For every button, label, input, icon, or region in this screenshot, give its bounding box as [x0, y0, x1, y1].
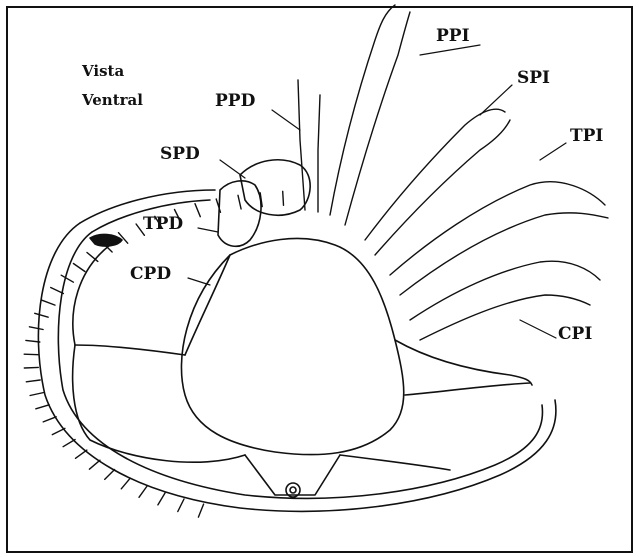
- seta: [35, 313, 49, 317]
- seta: [195, 204, 200, 217]
- seta: [238, 195, 241, 209]
- label-ppi: PPI: [436, 28, 470, 45]
- label-tpd: TPD: [143, 216, 183, 233]
- seta: [76, 450, 87, 458]
- seta: [24, 354, 38, 355]
- label-cpi: CPI: [558, 326, 592, 343]
- seta: [24, 367, 38, 368]
- label-ppd: PPD: [215, 93, 255, 110]
- seta: [42, 300, 55, 305]
- seta: [73, 264, 85, 272]
- seta: [178, 499, 184, 512]
- view-title-line1: Vista: [82, 64, 124, 79]
- seta: [52, 428, 65, 434]
- left-mouthparts: [90, 160, 310, 247]
- seta: [36, 405, 49, 409]
- seta: [283, 191, 284, 205]
- seta: [30, 393, 44, 396]
- seta: [105, 470, 115, 480]
- seta: [43, 417, 56, 422]
- seta: [89, 460, 100, 469]
- label-cpd: CPD: [130, 266, 171, 283]
- seta: [29, 327, 43, 330]
- label-spi: SPI: [517, 70, 550, 87]
- seta: [121, 478, 130, 489]
- seta: [51, 288, 64, 294]
- seta: [139, 486, 147, 497]
- seta: [158, 493, 165, 505]
- seta: [26, 380, 40, 382]
- seta: [61, 275, 73, 282]
- seta: [198, 504, 203, 517]
- view-title-line2: Ventral: [82, 93, 143, 108]
- right-pereiopods: [298, 5, 608, 340]
- label-pointers: [188, 45, 566, 338]
- label-tpi: TPI: [570, 128, 603, 145]
- label-spd: SPD: [160, 146, 200, 163]
- seta: [63, 440, 75, 447]
